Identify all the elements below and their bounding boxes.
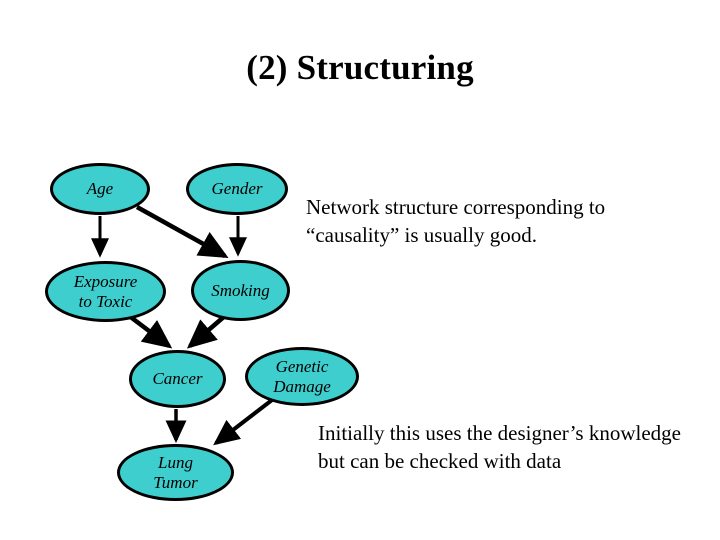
node-exposure-to-toxic-label: Exposure to Toxic	[73, 272, 138, 311]
node-smoking-label: Smoking	[211, 280, 270, 300]
edge-genetic-to-lungtumor	[213, 398, 274, 446]
node-exposure-to-toxic[interactable]: Exposure to Toxic	[45, 261, 166, 322]
node-gender[interactable]: Gender	[186, 163, 288, 215]
node-genetic-damage[interactable]: Genetic Damage	[245, 347, 359, 406]
note-knowledge: Initially this uses the designer’s knowl…	[318, 421, 681, 473]
node-smoking[interactable]: Smoking	[191, 260, 290, 321]
node-cancer[interactable]: Cancer	[129, 350, 226, 408]
node-lung-tumor-label: Lung Tumor	[153, 453, 198, 492]
edge-age-to-smoking	[135, 205, 229, 258]
edge-exposure-to-cancer	[126, 313, 173, 349]
note-causality: Network structure corresponding to “caus…	[306, 195, 606, 247]
node-age-label: Age	[86, 179, 114, 199]
node-cancer-label: Cancer	[152, 369, 203, 389]
node-age[interactable]: Age	[50, 163, 150, 215]
node-gender-label: Gender	[211, 179, 263, 199]
node-lung-tumor[interactable]: Lung Tumor	[117, 444, 234, 501]
page-title: (2) Structuring	[246, 48, 474, 87]
edge-smoking-to-cancer	[186, 313, 228, 349]
node-genetic-damage-label: Genetic Damage	[273, 357, 331, 396]
